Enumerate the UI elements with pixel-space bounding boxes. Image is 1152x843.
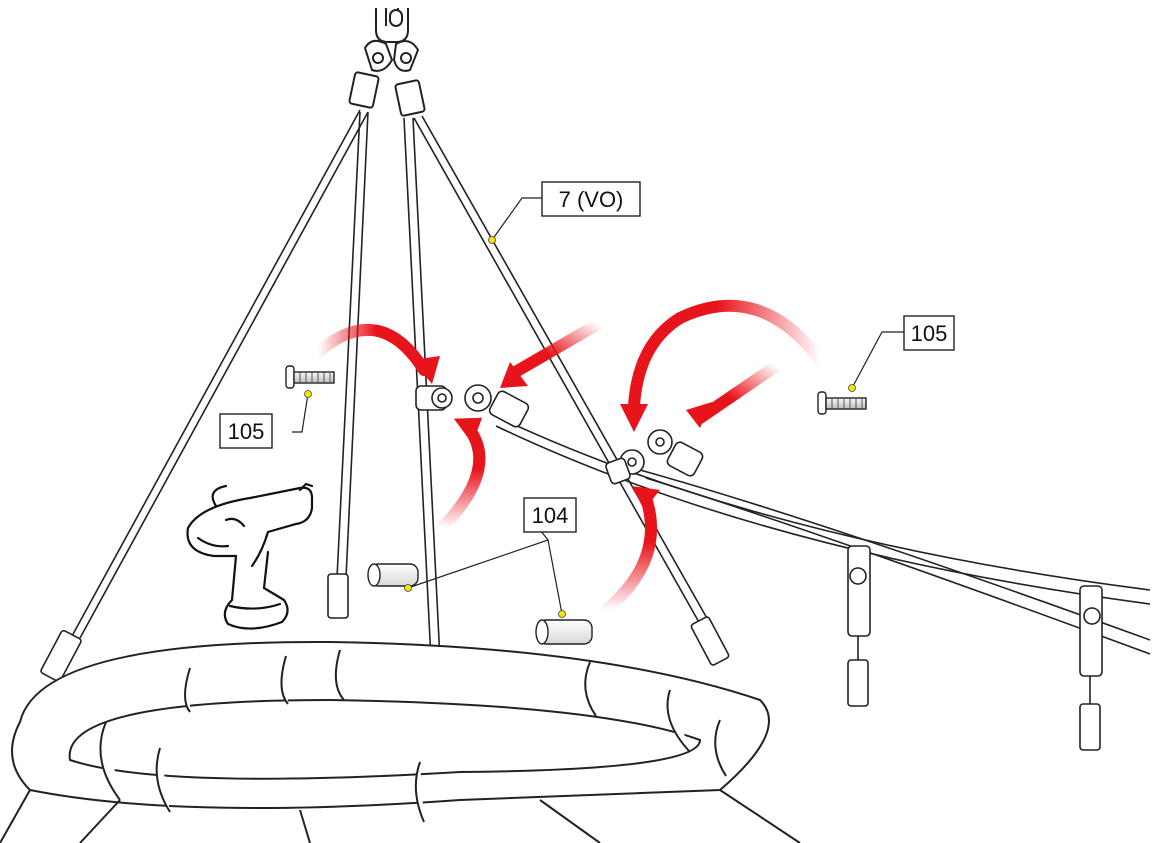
red-arrow-icon [694,360,782,424]
red-arrow-icon [436,424,486,534]
screw-right [817,391,867,415]
red-arrow-icon [506,318,604,380]
callout-screw-left: 105 [219,413,273,449]
callout-screw-left-label: 105 [228,419,265,444]
sleeve-right [535,619,593,645]
callout-rope: 7 (VO) [541,181,641,217]
red-arrow-icon [628,299,826,412]
red-arrow-icon [600,492,657,616]
screw-left [285,365,335,389]
arrow-heads [412,356,712,510]
callout-sleeve-label: 104 [532,503,569,528]
leader-dots [304,236,856,618]
callout-screw-right: 105 [903,315,955,351]
assembly-arrows [312,299,826,616]
sleeve-left [367,563,419,587]
cordless-drill-icon [186,482,314,630]
padded-ring [0,640,801,843]
top-swivel-hook [348,8,426,117]
callout-leaders [292,197,904,615]
callout-sleeve: 104 [523,497,577,533]
callout-rope-label: 7 (VO) [559,187,624,212]
callout-screw-right-label: 105 [911,321,948,346]
red-arrow-icon [312,323,430,376]
